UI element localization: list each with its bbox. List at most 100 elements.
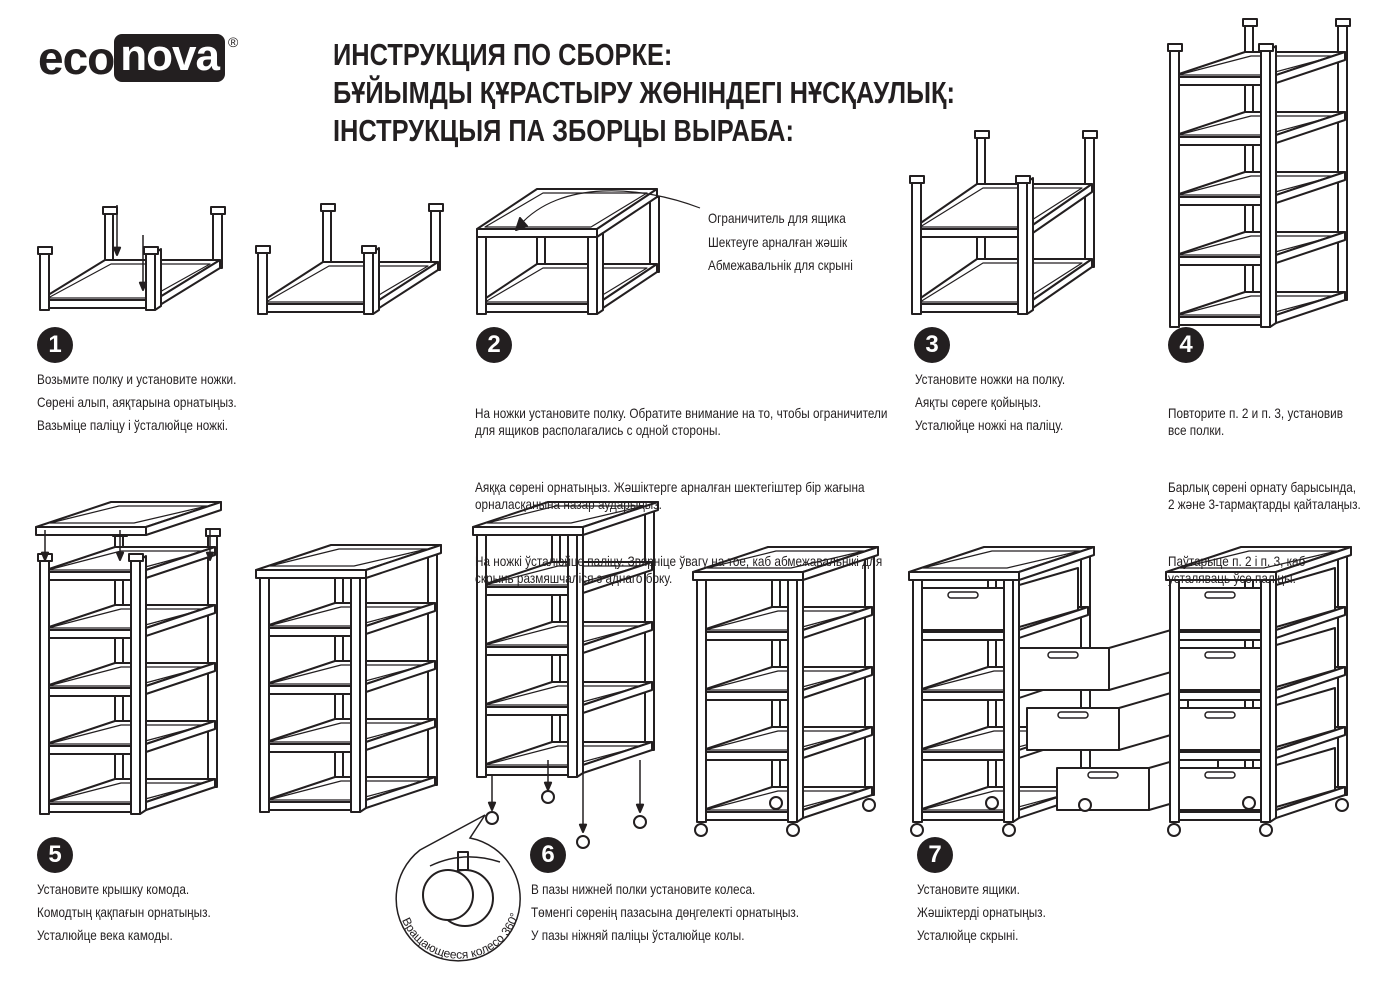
caster-wheel [1078,798,1092,812]
step-4-ru: Повторите п. 2 и п. 3, установив все пол… [1168,405,1343,438]
lid-arrow [40,530,50,561]
step-2-number: 2 [476,327,512,363]
leg-cap [143,246,159,255]
step-2-by: На ножкі ўсталюйце паліцу. Звярніце ўваг… [475,553,883,586]
shelf-inner-rim [47,263,211,299]
drawer [1026,687,1189,751]
leg-cap [255,245,271,254]
arrow-head [115,551,125,561]
wheel-arrow [487,775,497,811]
step-1-number: 1 [37,327,73,363]
shelf-front-edge [39,745,141,755]
drawer [1173,627,1336,691]
step-5-ru: Установите крышку комода. [37,881,190,897]
caster-wheel [694,823,708,837]
shelf-front-edge [1169,316,1271,326]
swivel-wheel-callout: Вращающееся колесо 360° [395,814,522,962]
lid-front-edge [35,526,147,536]
lid-side-edge [582,501,659,536]
step-3-number: 3 [914,327,950,363]
step-4-kz: Барлық сөрені орнату барысында, 2 және 3… [1168,479,1361,512]
step-5-by: Усталюйце века камоды. [37,927,173,943]
front-left-leg [696,579,707,823]
front-left-leg [912,579,923,823]
leg-cap [210,206,226,215]
arrow-head [543,781,553,791]
leg-cap [1015,175,1031,184]
title-by: ІНСТРУКЦЫЯ ПА ЗБОРЦЫ ВЫРАБА: [333,113,794,148]
step-7-ru: Установите ящики. [917,881,1020,897]
front-right-leg [363,251,374,315]
lid-arrow [205,530,215,561]
caster-wheel [769,796,783,810]
leg-cap [1082,130,1098,139]
shelf-front-edge [257,303,374,313]
callout-arrowhead [515,217,528,231]
step-2-kz: Аяққа сөрені орнатыңыз. Жәшіктерге арнал… [475,479,865,512]
drawer-side [1108,627,1179,691]
shelf-front-edge [911,228,1028,238]
step-1-base-with-legs [255,203,444,315]
shelf-front-edge [696,811,798,821]
caster-stem [457,851,469,871]
step-5-frame-with-lid [255,544,442,813]
front-left-leg [39,559,50,815]
step-1-text: Возьмите полку и установите ножки. Сөрен… [37,371,237,440]
front-right-leg [1260,49,1271,328]
step-1-by: Вазьміце паліцу і ўсталюйце ножкі. [37,417,229,433]
shelf-front-edge [696,751,798,761]
front-right-leg [1260,579,1271,823]
leg-cap [320,203,336,212]
leg-cap [37,246,53,255]
drawer-handle [1047,651,1079,659]
front-right-leg-side [372,247,380,315]
front-left-leg [259,577,270,813]
front-right-leg-side [154,248,162,311]
front-left-leg [476,236,487,315]
shelf-front-edge [259,801,361,811]
arrow-head [112,246,122,256]
step-3-ru: Установите ножки на полку. [915,371,1066,387]
step-5-text: Установите крышку комода. Комодтың қақпа… [37,881,211,950]
step-4-full-frame [1167,18,1351,328]
insert-leg-arrow [112,205,122,256]
front-left-leg [257,251,268,315]
arrow-head [578,823,588,833]
front-right-leg-side [796,575,804,823]
front-left-leg [39,252,50,311]
step-1-kz: Сөрені алып, аяқтарына орнатыңыз. [37,394,237,410]
step-7-text: Установите ящики. Жәшіктерді орнатыңыз. … [917,881,1046,950]
caster-wheel [633,815,647,829]
step-6-number: 6 [530,837,566,873]
leg-cap [102,206,118,215]
shelf-front-edge [476,228,598,238]
back-right-leg [1337,24,1348,301]
lid-side-edge [802,546,879,581]
logo-nova: nova [114,34,225,82]
shelf-front-edge [39,299,156,309]
step-7-finished-chest [1165,546,1352,837]
leg-cap [1335,18,1351,27]
step-6-text: В пазы нижней полки установите колеса. Т… [531,881,799,950]
step-4-number: 4 [1168,327,1204,363]
front-right-leg-side [1269,575,1277,823]
title-ru: ИНСТРУКЦИЯ ПО СБОРКЕ: [333,37,673,72]
lid-side-edge [1275,546,1352,581]
front-right-leg-side [1026,177,1034,315]
lid-arrow [115,530,125,561]
arrow-head [487,801,497,811]
step-6-by: У пазы ніжняй паліцы ўсталюйце колы. [531,927,745,943]
arrow-head [205,551,215,561]
caster-wheel [910,823,924,837]
step-7-by: Усталюйце скрыні. [917,927,1019,943]
front-right-leg [1017,181,1028,315]
lid-front-edge [908,571,1020,581]
caster-wheel [485,811,499,825]
logo-eco: eco [38,32,115,84]
step-2-text: На ножки установите полку. Обратите вним… [475,371,887,610]
caster-wheel [1167,823,1181,837]
arrow-head [635,803,645,813]
callout-leader-line [519,190,701,226]
back-left-leg [322,209,332,267]
